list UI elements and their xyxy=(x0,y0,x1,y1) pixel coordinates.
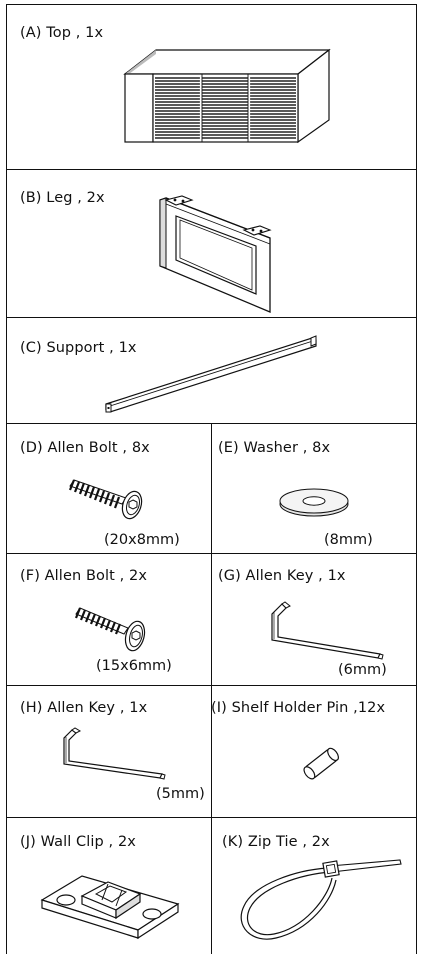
part-a-label: (A) Top , 1x xyxy=(20,25,104,41)
zip-tie-icon xyxy=(240,859,402,940)
part-c-cell: (C) Support , 1x xyxy=(6,318,417,423)
part-d-label: (D) Allen Bolt , 8x xyxy=(20,440,150,456)
divider xyxy=(6,317,417,318)
part-f-cell: (F) Allen Bolt , 2x (15x6mm) xyxy=(6,554,211,685)
part-b-cell: (B) Leg , 2x xyxy=(6,170,417,317)
leg-frame-icon xyxy=(159,195,272,313)
part-a-cell: (A) Top , 1x xyxy=(6,4,417,169)
part-h-size: (5mm) xyxy=(156,786,205,802)
parts-list-border xyxy=(6,4,417,954)
part-e-size: (8mm) xyxy=(324,532,373,548)
part-h-cell: (H) Allen Key , 1x (5mm) xyxy=(6,686,211,817)
shelf-pin-icon xyxy=(303,747,339,780)
part-i-label: (I) Shelf Holder Pin ,12x xyxy=(212,700,386,716)
allen-bolt-icon xyxy=(68,479,143,520)
part-e-cell: (E) Washer , 8x (8mm) xyxy=(212,424,417,553)
allen-bolt-short-icon xyxy=(74,607,146,652)
part-d-size: (20x8mm) xyxy=(104,532,180,548)
part-j-cell: (J) Wall Clip , 2x xyxy=(6,818,211,954)
part-b-label: (B) Leg , 2x xyxy=(20,190,105,206)
part-k-cell: (K) Zip Tie , 2x xyxy=(212,818,417,954)
part-g-label: (G) Allen Key , 1x xyxy=(218,568,346,584)
part-i-cell: (I) Shelf Holder Pin ,12x xyxy=(212,686,417,817)
wall-clip-icon xyxy=(40,875,180,940)
divider xyxy=(6,169,417,170)
washer-icon xyxy=(279,488,349,517)
part-c-label: (C) Support , 1x xyxy=(20,340,137,356)
part-j-label: (J) Wall Clip , 2x xyxy=(20,834,136,850)
part-k-label: (K) Zip Tie , 2x xyxy=(222,834,330,850)
allen-key-icon xyxy=(271,601,384,660)
part-h-label: (H) Allen Key , 1x xyxy=(20,700,148,716)
support-bar-icon xyxy=(105,335,317,413)
cabinet-top-icon xyxy=(123,48,331,144)
parts-list: (A) Top , 1x xyxy=(6,4,417,954)
part-e-label: (E) Washer , 8x xyxy=(218,440,331,456)
part-f-size: (15x6mm) xyxy=(96,658,172,674)
part-g-cell: (G) Allen Key , 1x (6mm) xyxy=(212,554,417,685)
part-g-size: (6mm) xyxy=(338,662,387,678)
column-divider xyxy=(211,423,212,954)
part-d-cell: (D) Allen Bolt , 8x (20x8mm) xyxy=(6,424,211,553)
part-f-label: (F) Allen Bolt , 2x xyxy=(20,568,148,584)
allen-key-small-icon xyxy=(63,727,166,780)
